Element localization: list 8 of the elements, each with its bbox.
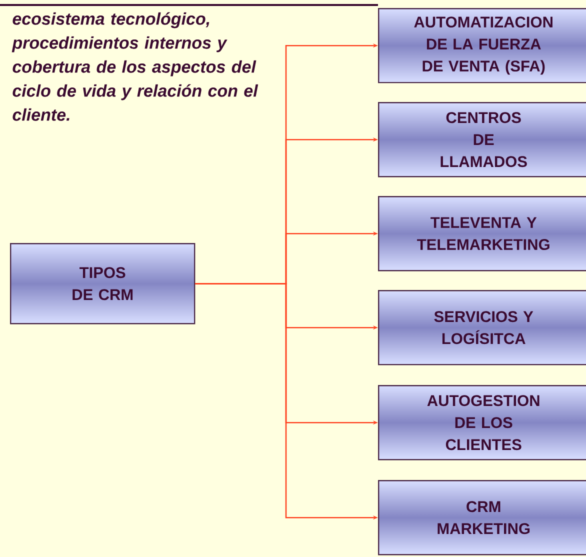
process-box: TIPOS DE CRM <box>10 243 196 324</box>
process-box: CENTROS DE LLAMADOS <box>378 102 586 178</box>
process-box: AUTOGESTION DE LOS CLIENTES <box>378 385 586 460</box>
process-box: AUTOMATIZACION DE LA FUERZA DE VENTA (SFA) <box>378 8 586 84</box>
process-box: SERVICIOS Y LOGÍSITCA <box>378 290 586 366</box>
process-box: CRM MARKETING <box>378 480 586 556</box>
note-text: ecosistema tecnológico, procedimientos internos y cobertura de los aspectos del ciclo de vida y relación con el cliente. <box>12 12 258 121</box>
process-box: TELEVENTA Y TELEMARKETING <box>378 196 586 272</box>
